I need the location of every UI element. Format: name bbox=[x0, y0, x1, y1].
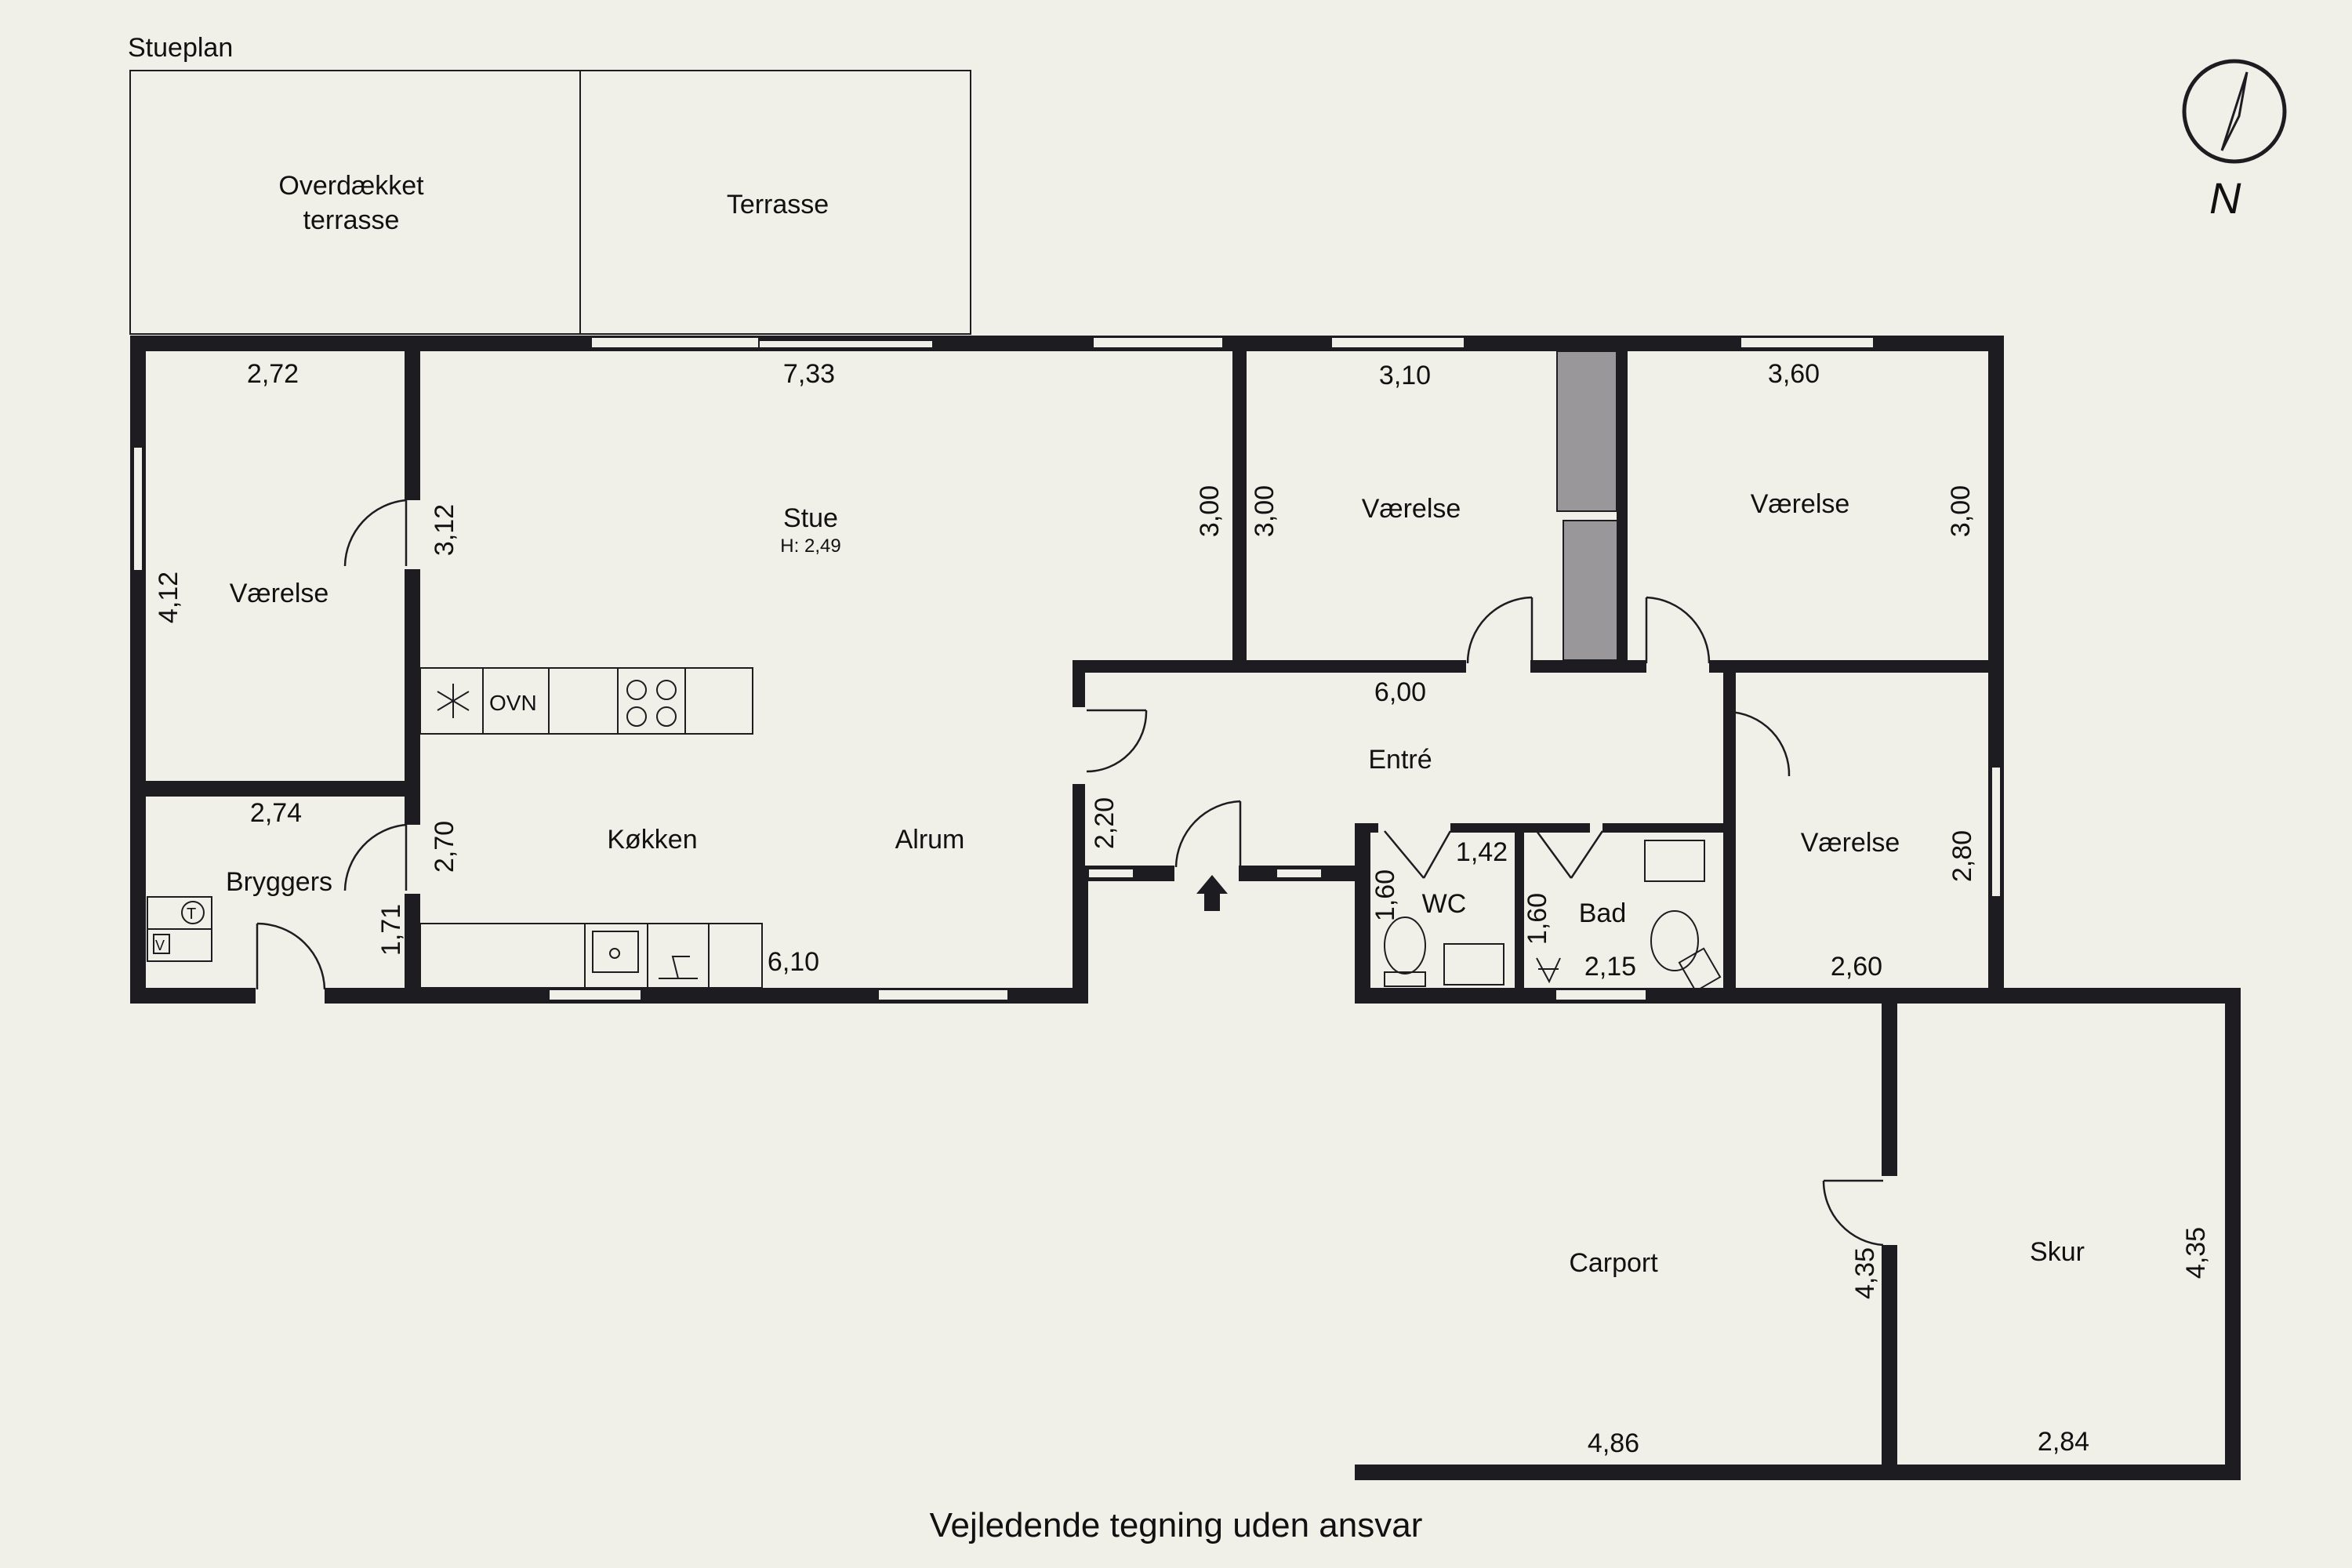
dim-n2-width: 3,60 bbox=[1768, 359, 1820, 389]
dim-n1-width: 3,10 bbox=[1379, 361, 1431, 390]
chimney-shaft-2 bbox=[1563, 520, 1625, 661]
room-label-koekken: Køkken bbox=[607, 825, 697, 855]
room-labels: Overdækket terrasse Terrasse Stue H: 2,4… bbox=[226, 171, 2085, 1278]
dim-e-room-side: 2,80 bbox=[1947, 830, 1977, 882]
wc-sink-icon bbox=[1443, 943, 1504, 985]
oven-label: OVN bbox=[489, 691, 537, 715]
dim-e-room-width: 2,60 bbox=[1831, 952, 1882, 982]
room-label-wc: WC bbox=[1422, 889, 1467, 919]
dim-stue-side: 3,00 bbox=[1195, 485, 1225, 537]
terraces bbox=[129, 70, 971, 335]
room-label-stue: Stue bbox=[783, 503, 838, 533]
toilet-icon bbox=[1384, 916, 1426, 975]
dim-wc-width: 1,42 bbox=[1456, 837, 1508, 867]
room-label-covered-terrace: Overdækket bbox=[278, 171, 424, 201]
room-label-terrace: Terrasse bbox=[727, 190, 829, 220]
room-label-alrum: Alrum bbox=[895, 825, 965, 855]
bathroom-fixtures bbox=[1384, 840, 1722, 993]
dim-w-room-width: 2,72 bbox=[247, 359, 299, 389]
dim-bad-side: 1,60 bbox=[1523, 893, 1552, 945]
room-label-vaerelse-north-1: Værelse bbox=[1362, 494, 1461, 524]
kitchen-fixtures: OVN bbox=[419, 667, 763, 989]
dim-bryggers-width: 2,74 bbox=[250, 798, 302, 828]
dim-bryggers-side-2: 1,71 bbox=[376, 904, 406, 956]
dim-kitchen-width: 6,10 bbox=[768, 947, 819, 977]
windows bbox=[132, 336, 2002, 1001]
dim-stue-width: 7,33 bbox=[783, 359, 835, 389]
laundry-fixtures: T V bbox=[147, 896, 212, 962]
doors bbox=[256, 499, 1884, 1247]
room-label-entre: Entré bbox=[1368, 745, 1432, 775]
room-label-bryggers: Bryggers bbox=[226, 867, 332, 897]
level-label: Stueplan bbox=[128, 33, 233, 63]
north-label: N bbox=[2209, 173, 2241, 223]
dimension-labels: 2,72 7,33 3,10 3,60 6,00 1,42 2,15 2,60 … bbox=[154, 359, 2211, 1458]
entrance-arrow-icon bbox=[1196, 875, 1228, 911]
dim-wc-side: 1,60 bbox=[1370, 869, 1400, 921]
room-label-vaerelse-east: Værelse bbox=[1801, 828, 1900, 858]
room-label-skur: Skur bbox=[2030, 1237, 2085, 1267]
room-label-vaerelse-west: Værelse bbox=[230, 579, 329, 608]
dim-n1-side: 3,00 bbox=[1250, 485, 1279, 537]
stove-icon bbox=[626, 680, 677, 727]
floor-drain-icon bbox=[1536, 957, 1561, 984]
dim-carport-width: 4,86 bbox=[1588, 1428, 1639, 1458]
sink-icon bbox=[592, 931, 639, 973]
dim-entre-width: 6,00 bbox=[1374, 677, 1426, 707]
room-label-vaerelse-north-2: Værelse bbox=[1751, 489, 1850, 519]
dishwasher-icon bbox=[659, 956, 698, 979]
dim-carport-side: 4,35 bbox=[1850, 1247, 1880, 1299]
dim-bryggers-side-1: 2,70 bbox=[430, 821, 459, 873]
dim-n2-side: 3,00 bbox=[1946, 485, 1976, 537]
disclaimer-caption: Vejledende tegning uden ansvar bbox=[930, 1506, 1423, 1544]
dim-skur-width: 2,84 bbox=[2038, 1427, 2089, 1457]
dim-skur-side: 4,35 bbox=[2181, 1227, 2211, 1279]
compass-north-icon: N bbox=[2182, 59, 2287, 223]
room-height-stue: H: 2,49 bbox=[780, 535, 840, 557]
bad-toilet-icon bbox=[1650, 910, 1699, 971]
washer-label: V bbox=[155, 938, 165, 953]
room-label-carport: Carport bbox=[1569, 1248, 1658, 1278]
bad-sink-icon bbox=[1644, 840, 1705, 882]
room-label-covered-terrace-2: terrasse bbox=[303, 205, 400, 235]
dim-bad-width: 2,15 bbox=[1584, 952, 1636, 982]
dim-entre-side: 2,20 bbox=[1090, 797, 1120, 849]
room-label-bad: Bad bbox=[1579, 898, 1627, 928]
dryer-label: T bbox=[187, 906, 196, 923]
chimney-shaft bbox=[1556, 350, 1617, 512]
freezer-snowflake-icon bbox=[437, 684, 470, 718]
dim-w-room-height: 4,12 bbox=[154, 572, 183, 623]
dim-w-room-side: 3,12 bbox=[430, 504, 459, 556]
